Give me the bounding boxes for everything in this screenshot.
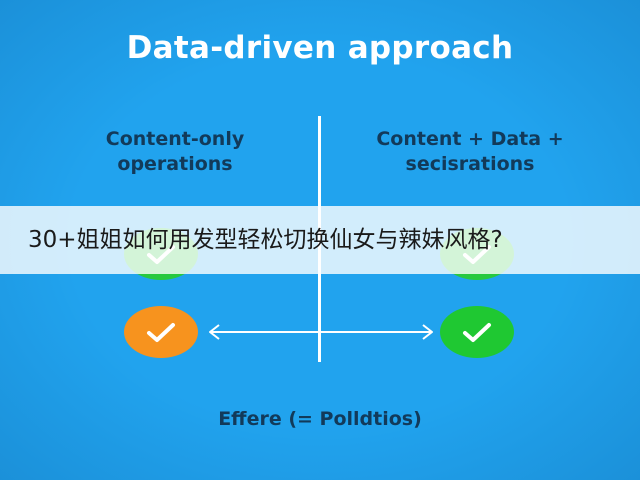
checkmark-icon (147, 323, 175, 342)
right-green-check-circle-bottom (440, 306, 514, 358)
left-header-line-2: operations (117, 153, 233, 175)
diagram-footer-caption: Effere (= Polldtios) (218, 408, 422, 430)
diagram-title: Data-driven approach (126, 30, 514, 66)
right-header-line-1: Content + Data + (376, 128, 564, 150)
right-column-header: Content + Data + secisrations (340, 127, 600, 177)
double-headed-arrow-icon (205, 322, 437, 342)
left-column-header: Content-only operations (45, 127, 305, 177)
left-header-line-1: Content-only (105, 128, 245, 150)
right-header-line-2: secisrations (405, 153, 535, 175)
left-orange-check-circle (124, 306, 198, 358)
overlay-banner-text: 30+姐姐如何用发型轻松切换仙女与辣妹风格? (28, 227, 503, 253)
checkmark-icon (463, 323, 491, 342)
overlay-banner: 30+姐姐如何用发型轻松切换仙女与辣妹风格? (0, 206, 640, 274)
